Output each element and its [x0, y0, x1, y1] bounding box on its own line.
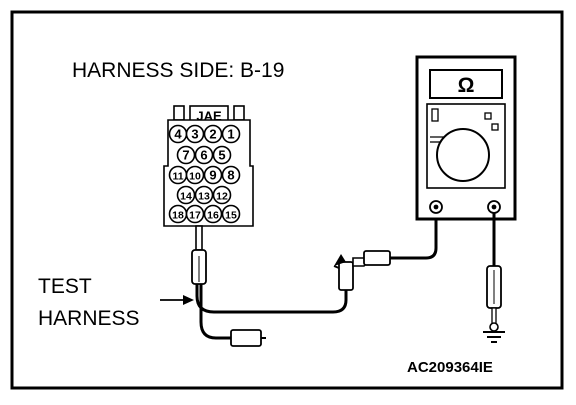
harness-side-title: HARNESS SIDE: B-19	[72, 59, 285, 82]
alligator-clip	[333, 208, 438, 291]
terminal-number: 1	[227, 127, 234, 142]
terminal-13: 13	[194, 185, 214, 205]
meter-lead-red	[390, 208, 438, 260]
terminal-number: 7	[182, 148, 189, 163]
meter-button-left	[431, 108, 439, 122]
harness-wire-lower	[199, 284, 232, 340]
terminal-16: 16	[203, 204, 223, 224]
terminal-10: 10	[185, 165, 205, 185]
terminal-number: 17	[189, 210, 201, 222]
test-harness-label-line1: TEST	[38, 275, 92, 298]
terminal-number: 9	[209, 168, 216, 183]
terminal-9: 9	[203, 165, 223, 185]
terminal-number: 15	[225, 210, 237, 222]
terminal-number: 2	[209, 127, 216, 142]
connector-tab-left	[173, 105, 185, 121]
meter-probe-red	[363, 250, 391, 266]
diagram-frame	[10, 10, 564, 390]
terminal-number: 13	[198, 191, 210, 203]
meter-dial	[436, 128, 490, 182]
harness-pointer-arrow	[160, 295, 194, 305]
terminal-number: 14	[180, 191, 192, 203]
terminal-number: 18	[172, 210, 184, 222]
terminal-1: 1	[221, 124, 241, 144]
ground-lead	[483, 213, 505, 343]
harness-pin	[195, 225, 203, 251]
terminal-number: 12	[216, 191, 228, 203]
harness-loose-end	[230, 329, 262, 347]
ohm-symbol: Ω	[458, 74, 475, 97]
terminal-number: 3	[191, 127, 198, 142]
terminal-number: 4	[174, 127, 182, 142]
ohmmeter: Ω	[415, 55, 517, 221]
terminal-17: 17	[185, 204, 205, 224]
terminal-11: 11	[168, 165, 188, 185]
terminal-14: 14	[176, 185, 196, 205]
terminal-number: 11	[172, 171, 183, 183]
terminal-18: 18	[168, 204, 188, 224]
terminal-number: 5	[218, 148, 225, 163]
terminal-number: 6	[200, 148, 207, 163]
terminal-3: 3	[185, 124, 205, 144]
meter-button-top-right	[484, 112, 492, 120]
terminal-number: 8	[227, 168, 234, 183]
terminal-2: 2	[203, 124, 223, 144]
connector-tab-right	[233, 105, 245, 121]
terminal-8: 8	[221, 165, 241, 185]
terminal-number: 16	[207, 210, 219, 222]
figure-code: AC209364IE	[407, 359, 493, 376]
meter-display	[429, 69, 503, 99]
terminal-15: 15	[221, 204, 241, 224]
harness-wire-upper	[195, 284, 348, 314]
terminal-6: 6	[194, 145, 214, 165]
terminal-12: 12	[212, 185, 232, 205]
test-harness	[191, 225, 348, 347]
terminal-4: 4	[168, 124, 188, 144]
meter-button-right	[491, 123, 499, 131]
test-harness-label-line2: HARNESS	[38, 307, 140, 330]
terminal-7: 7	[176, 145, 196, 165]
terminal-number: 10	[189, 171, 201, 183]
terminal-5: 5	[212, 145, 232, 165]
